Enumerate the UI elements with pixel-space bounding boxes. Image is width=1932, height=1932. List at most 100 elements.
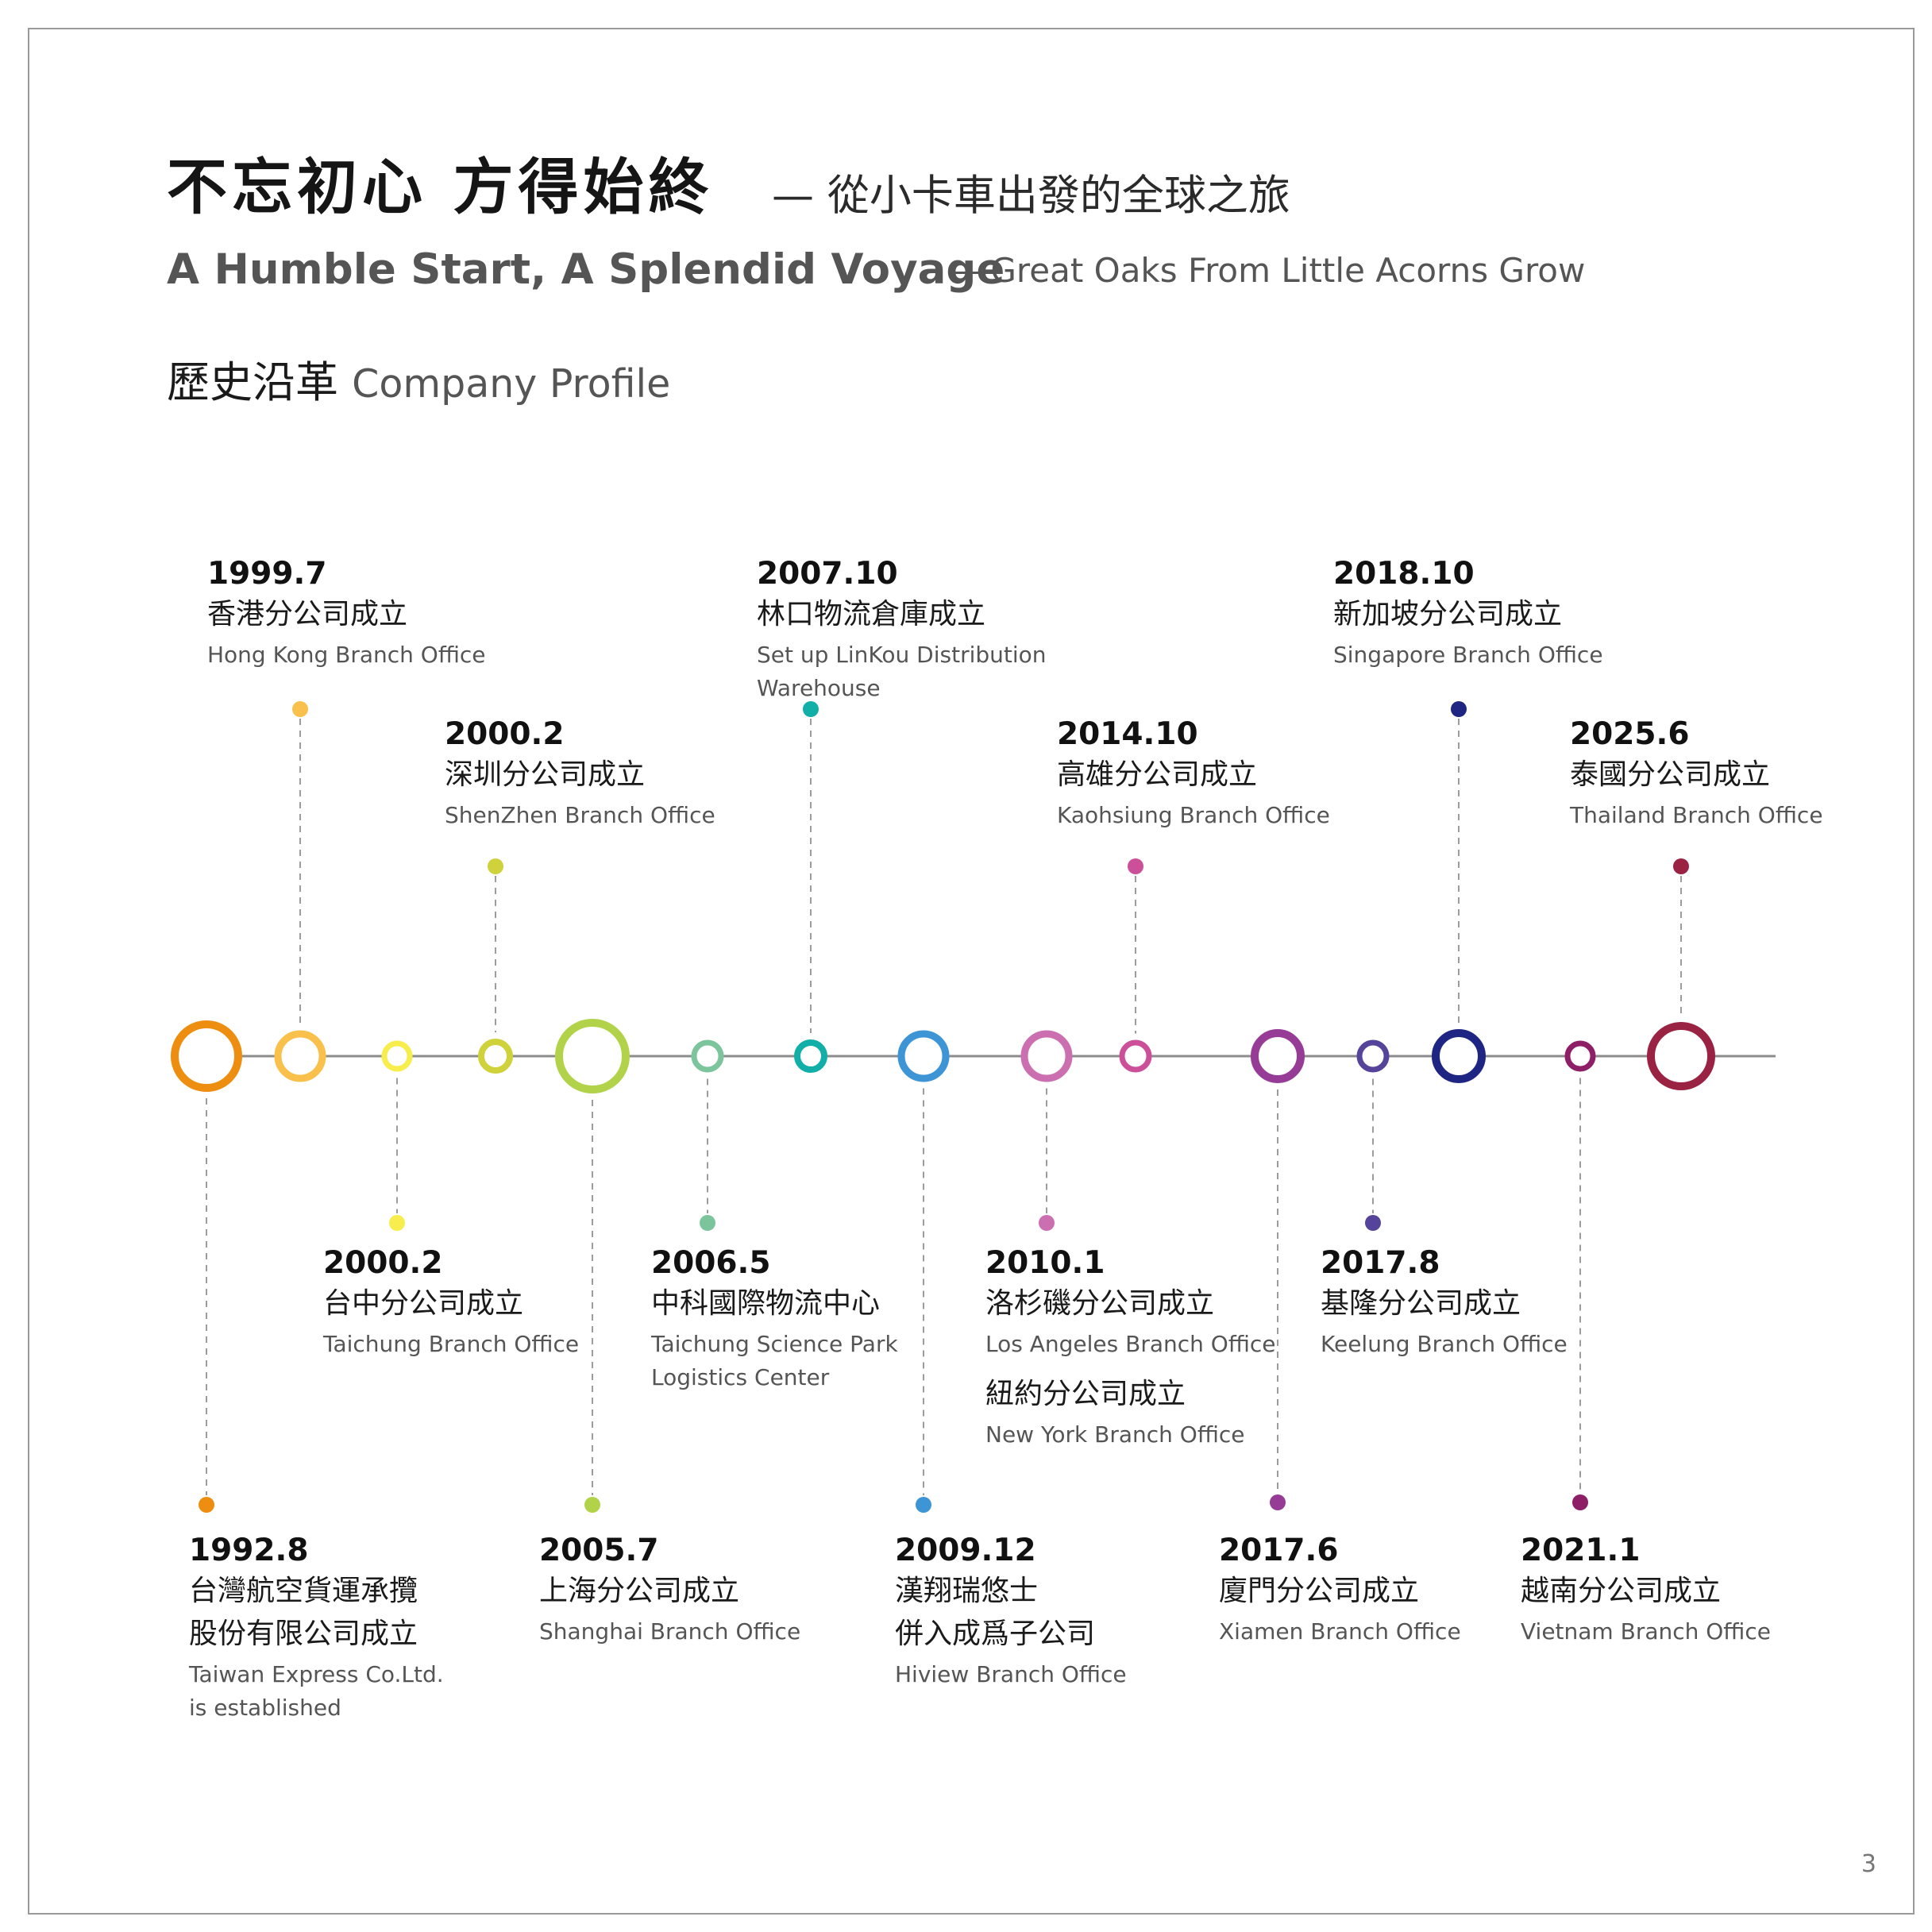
- event-title-en: New York Branch Office: [985, 1421, 1245, 1448]
- event-title-zh: 高雄分公司成立: [1057, 758, 1258, 791]
- milestone-ring: [1119, 1039, 1152, 1073]
- page-subtitle-zh: — 從小卡車出發的全球之旅: [772, 172, 1290, 220]
- event-dot: [1673, 858, 1689, 874]
- event-title-en: Logistics Center: [651, 1364, 830, 1391]
- event-dot: [389, 1215, 405, 1231]
- event-title-en: Taichung Branch Office: [323, 1330, 580, 1357]
- event-label: 2017.8 基隆分公司成立 Keelung Branch Office: [1321, 1245, 1568, 1359]
- milestone-ring: [171, 1020, 242, 1092]
- event-dot: [803, 701, 819, 717]
- event-label: 2007.10 林口物流倉庫成立 Set up LinKou Distributio…: [757, 556, 1047, 704]
- section-heading-en: Company Profile: [352, 361, 671, 407]
- event-title-zh: 上海分公司成立: [539, 1574, 740, 1607]
- event-title-zh: 洛杉磯分公司成立: [985, 1286, 1215, 1320]
- event-date: 2014.10: [1057, 716, 1198, 752]
- page-subtitle-en: — Great Oaks From Little Acorns Grow: [947, 251, 1586, 290]
- event-title-zh: 香港分公司成立: [207, 597, 408, 631]
- event-label: 2017.6 廈門分公司成立 Xiamen Branch Office: [1219, 1533, 1461, 1646]
- event-title-en: Hiview Branch Office: [895, 1660, 1127, 1687]
- event-title-zh: 台灣航空貨運承攬: [189, 1574, 418, 1607]
- event-dot: [1039, 1215, 1055, 1231]
- event-label: 2018.10 新加坡分公司成立 Singapore Branch Office: [1333, 556, 1603, 669]
- event-title-en: Vietnam Branch Office: [1521, 1618, 1771, 1645]
- milestone-ring: [1564, 1040, 1596, 1072]
- event-title-en: Singapore Branch Office: [1333, 641, 1603, 668]
- event-label: 2021.1 越南分公司成立 Vietnam Branch Office: [1521, 1533, 1771, 1646]
- milestone-ring: [381, 1040, 413, 1072]
- event-date: 2025.6: [1570, 716, 1690, 752]
- milestone-ring: [478, 1039, 513, 1074]
- milestone-ring: [1251, 1029, 1305, 1083]
- event-date: 2017.8: [1321, 1245, 1440, 1281]
- event-title-en: Warehouse: [757, 675, 881, 702]
- event-dot: [488, 858, 503, 874]
- event-title-zh: 併入成爲子公司: [895, 1617, 1096, 1650]
- event-title-zh: 深圳分公司成立: [445, 758, 646, 791]
- event-date: 2000.2: [323, 1245, 443, 1281]
- event-title-zh: 漢翔瑞悠士: [895, 1574, 1039, 1607]
- section-heading: 歷史沿革 Company Profile: [167, 361, 670, 404]
- page-number: 3: [1861, 1850, 1876, 1878]
- event-dot: [1572, 1494, 1588, 1510]
- milestone-ring: [691, 1039, 724, 1073]
- event-title-zh: 中科國際物流中心: [651, 1286, 881, 1320]
- event-title-en: is established: [189, 1695, 341, 1722]
- event-label: 2010.1 洛杉磯分公司成立 Los Angeles Branch Office 紐…: [985, 1245, 1276, 1450]
- event-label: 2000.2 深圳分公司成立 ShenZhen Branch Office: [445, 716, 715, 830]
- milestone-ring: [555, 1019, 630, 1093]
- event-title-en: ShenZhen Branch Office: [445, 801, 715, 828]
- event-title-zh: 紐約分公司成立: [985, 1378, 1186, 1411]
- milestone-ring: [1432, 1029, 1486, 1083]
- event-dot: [916, 1497, 931, 1513]
- milestone-ring: [1356, 1039, 1390, 1073]
- event-title-en: Los Angeles Branch Office: [985, 1330, 1276, 1357]
- event-date: 2005.7: [539, 1533, 659, 1568]
- event-title-en: Hong Kong Branch Office: [207, 641, 486, 668]
- event-title-en: Shanghai Branch Office: [539, 1618, 801, 1645]
- event-label: 2000.2 台中分公司成立 Taichung Branch Office: [323, 1245, 579, 1359]
- event-date: 2009.12: [895, 1533, 1036, 1568]
- event-date: 2000.2: [445, 716, 565, 752]
- milestone-ring: [794, 1039, 827, 1073]
- event-title-en: Xiamen Branch Office: [1219, 1618, 1461, 1645]
- event-title-en: Taichung Science Park: [651, 1330, 898, 1357]
- milestone-ring: [274, 1030, 326, 1082]
- event-title-en: Keelung Branch Office: [1321, 1330, 1568, 1357]
- event-label: 2005.7 上海分公司成立 Shanghai Branch Office: [539, 1533, 800, 1646]
- event-dot: [1270, 1494, 1286, 1510]
- milestone-ring: [1020, 1030, 1073, 1082]
- event-dot: [1365, 1215, 1381, 1231]
- event-title-zh: 林口物流倉庫成立: [757, 597, 986, 631]
- page-title-en: A Humble Start, A Splendid Voyage: [167, 245, 1005, 294]
- event-date: 1992.8: [189, 1533, 309, 1568]
- event-dot: [292, 701, 308, 717]
- event-title-en: Thailand Branch Office: [1570, 801, 1823, 828]
- event-date: 2010.1: [985, 1245, 1105, 1281]
- event-date: 2006.5: [651, 1245, 771, 1281]
- event-label: 2025.6 泰國分公司成立 Thailand Branch Office: [1570, 716, 1823, 830]
- event-dot: [1451, 701, 1467, 717]
- event-title-zh: 泰國分公司成立: [1570, 758, 1771, 791]
- milestone-ring: [897, 1030, 950, 1082]
- event-date: 2021.1: [1521, 1533, 1641, 1568]
- event-dot: [700, 1215, 715, 1231]
- event-label: 2009.12 漢翔瑞悠士併入成爲子公司 Hiview Branch Office: [895, 1533, 1127, 1689]
- event-title-zh: 越南分公司成立: [1521, 1574, 1722, 1607]
- section-heading-zh: 歷史沿革: [167, 357, 338, 407]
- event-title-zh: 基隆分公司成立: [1321, 1286, 1521, 1320]
- event-date: 2018.10: [1333, 556, 1475, 592]
- event-title-zh: 台中分公司成立: [323, 1286, 524, 1320]
- event-title-en: Set up LinKou Distribution: [757, 641, 1047, 668]
- page-title-zh: 不忘初心 方得始終: [167, 152, 714, 222]
- event-dot: [584, 1497, 600, 1513]
- event-title-zh: 廈門分公司成立: [1219, 1574, 1420, 1607]
- event-date: 2007.10: [757, 556, 898, 592]
- event-title-en: Taiwan Express Co.Ltd.: [189, 1660, 444, 1687]
- event-date: 2017.6: [1219, 1533, 1339, 1568]
- event-title-zh: 新加坡分公司成立: [1333, 597, 1563, 631]
